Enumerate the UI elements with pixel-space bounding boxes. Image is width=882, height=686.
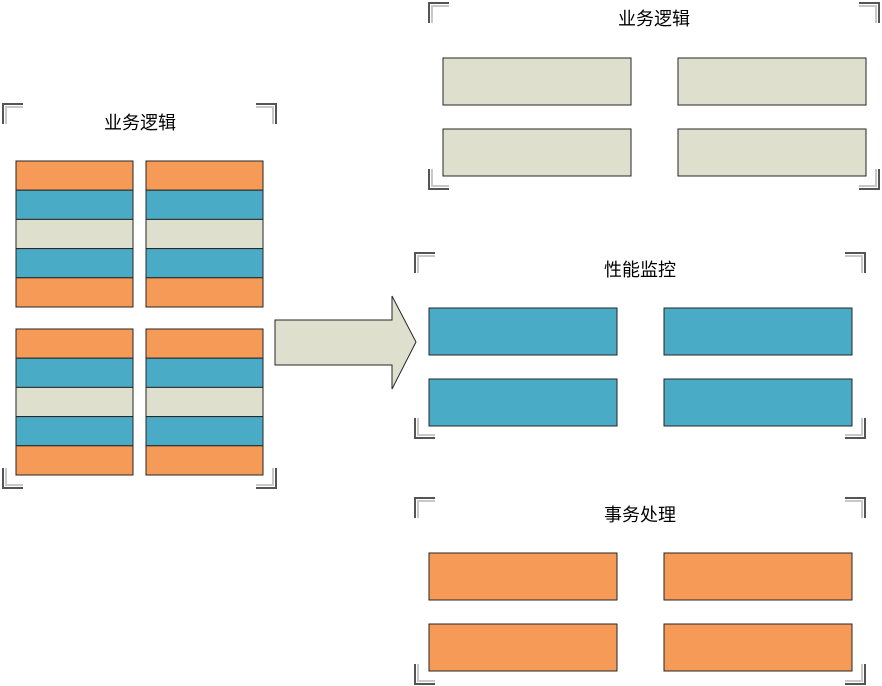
source-stack-2-2-row-5 (145, 445, 264, 476)
source-stack-1-2-row-4 (145, 248, 264, 279)
monitor-group-bracket-top-left-inner (417, 255, 435, 273)
monitor-group-box-3 (428, 378, 618, 427)
source-group-bracket-bottom-right-inner (256, 468, 274, 486)
source-stack-1-1-row-3 (15, 218, 134, 250)
business-group-box-2 (677, 57, 867, 106)
monitor-group-box-4 (663, 378, 853, 427)
business-group-title: 业务逻辑 (618, 9, 690, 30)
business-group-bracket-top-left-inner (431, 5, 449, 23)
source-stack-2-1-row-3 (15, 386, 134, 418)
business-group-bracket-top-right (859, 2, 880, 23)
source-group-bracket-top-left-inner (5, 106, 23, 124)
source-stack-2-2-row-4 (145, 416, 264, 447)
source-stack-1-2-row-1 (145, 160, 264, 191)
transaction-group-bracket-bottom-right (845, 664, 866, 685)
transaction-group-bracket-top-right (845, 497, 866, 518)
source-stack-1-2-row-2 (145, 189, 264, 220)
source-stack-1-2-row-3 (145, 218, 264, 250)
monitor-group-bracket-top-left (414, 252, 435, 273)
transaction-group-bracket-top-left (414, 497, 435, 518)
business-group-bracket-top-right-inner (859, 5, 877, 23)
source-stack-1-1-row-4 (15, 248, 134, 279)
source-stack-2-1-row-2 (15, 357, 134, 388)
monitor-group-bracket-bottom-right-inner (845, 418, 863, 436)
source-stack-1-2-row-5 (145, 277, 264, 308)
transaction-group-box-4 (663, 623, 853, 672)
transaction-group-title: 事务处理 (604, 505, 676, 526)
transaction-group-box-1 (428, 552, 618, 601)
source-group-bracket-bottom-right (256, 468, 277, 489)
business-group-box-4 (677, 128, 867, 177)
monitor-group-bracket-top-right (845, 252, 866, 273)
business-group-bracket-bottom-right (859, 169, 880, 190)
business-group-bracket-top-left (428, 2, 449, 23)
source-stack-2-2-row-3 (145, 386, 264, 418)
monitor-group-bracket-bottom-left-inner (417, 418, 435, 436)
transaction-group-box-2 (663, 552, 853, 601)
source-stack-1-1-row-2 (15, 189, 134, 220)
source-group-bracket-bottom-left-inner (5, 468, 23, 486)
transaction-group-box-3 (428, 623, 618, 672)
transaction-group-bracket-top-left-inner (417, 500, 435, 518)
business-group-box-3 (442, 128, 632, 177)
source-stack-2-1-row-5 (15, 445, 134, 476)
source-group-bracket-bottom-left (2, 468, 23, 489)
source-stack-1-1-row-1 (15, 160, 134, 191)
source-group-title: 业务逻辑 (104, 113, 176, 134)
source-stack-2-1-row-1 (15, 328, 134, 359)
business-group-bracket-bottom-left (428, 169, 449, 190)
monitor-group-bracket-bottom-left (414, 418, 435, 439)
source-group-bracket-top-right-inner (256, 106, 274, 124)
monitor-group-box-2 (663, 307, 853, 356)
source-stack-1-1-row-5 (15, 277, 134, 308)
source-group-bracket-top-left (2, 103, 23, 124)
business-group-bracket-bottom-right-inner (859, 169, 877, 187)
monitor-group-bracket-top-right-inner (845, 255, 863, 273)
source-stack-2-2-row-2 (145, 357, 264, 388)
monitor-group-box-1 (428, 307, 618, 356)
transaction-group-bracket-bottom-right-inner (845, 664, 863, 682)
business-group-bracket-bottom-left-inner (431, 169, 449, 187)
source-group-bracket-top-right (256, 103, 277, 124)
monitor-group-title: 性能监控 (604, 260, 676, 281)
monitor-group-bracket-bottom-right (845, 418, 866, 439)
transaction-group-bracket-bottom-left (414, 664, 435, 685)
source-stack-2-1-row-4 (15, 416, 134, 447)
transaction-group-bracket-top-right-inner (845, 500, 863, 518)
business-group-box-1 (442, 57, 632, 106)
source-stack-2-2-row-1 (145, 328, 264, 359)
transform-arrow (274, 295, 417, 390)
transaction-group-bracket-bottom-left-inner (417, 664, 435, 682)
